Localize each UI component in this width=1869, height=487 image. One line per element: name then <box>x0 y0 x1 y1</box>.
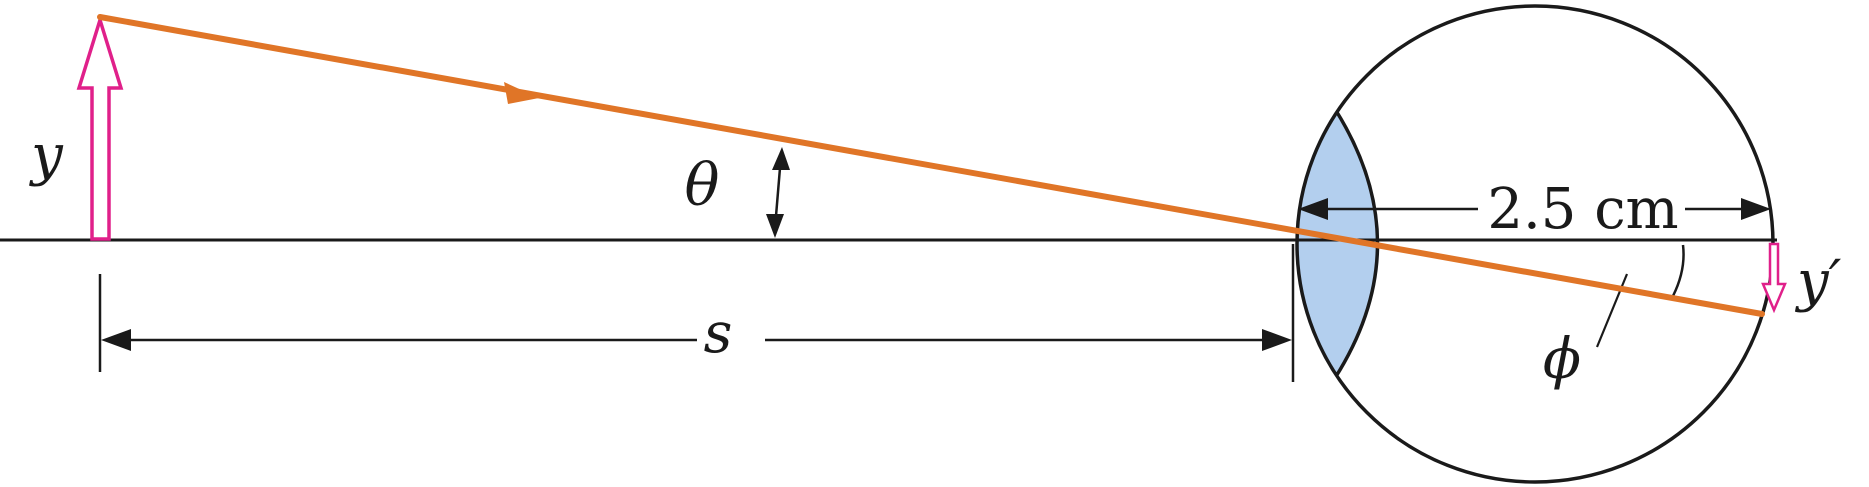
angle-theta-indicator <box>774 167 782 217</box>
eye-depth-label: 2.5 cm <box>1487 177 1678 242</box>
object-arrow <box>76 14 124 241</box>
object-distance-arrow-right <box>1262 329 1292 351</box>
object-height-label: y <box>28 123 64 188</box>
angle-theta-label: θ <box>685 151 720 219</box>
angle-theta-arrow-down <box>766 214 784 238</box>
eye-depth-arrow-left <box>1298 198 1328 220</box>
object-distance-arrow-left <box>101 329 131 351</box>
eye-lens <box>1297 109 1378 378</box>
object-distance-label: s <box>704 301 733 366</box>
light-ray <box>97 14 1765 317</box>
angle-phi-arc <box>1671 244 1685 297</box>
angle-theta-arrow-up <box>772 147 790 170</box>
image-height-label: y′ <box>1794 249 1842 314</box>
light-ray-direction-arrow <box>504 82 539 104</box>
angle-phi-label: ϕ <box>1543 327 1581 392</box>
image-arrow <box>1761 242 1787 314</box>
eye-depth-arrow-right <box>1741 198 1771 220</box>
